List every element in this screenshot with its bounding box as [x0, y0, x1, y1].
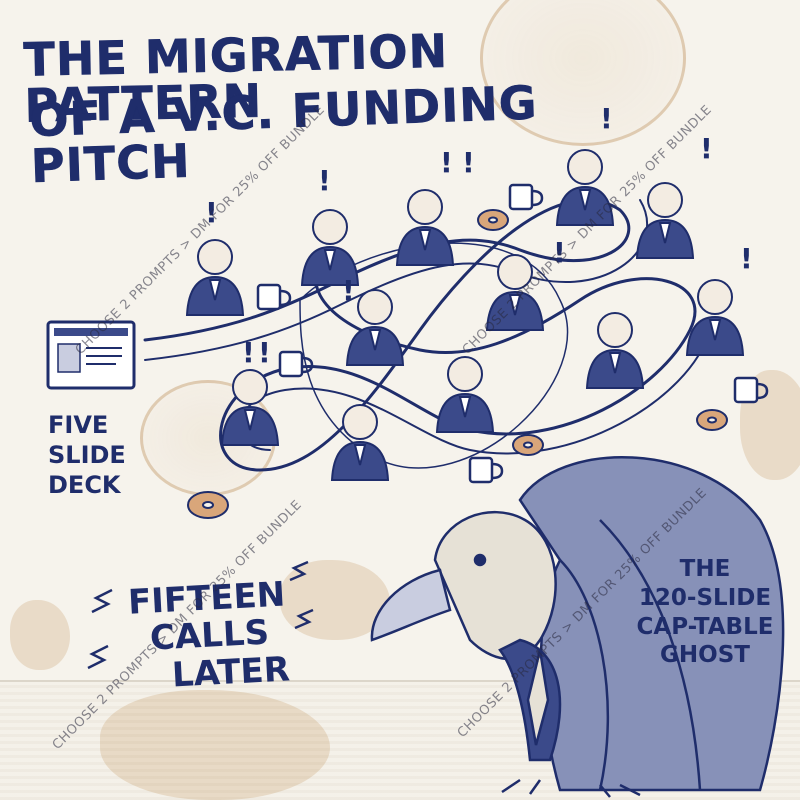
coffee-stain: [10, 600, 70, 670]
exclamation-icon: ! ! ! ! ! ! ! ! ! ! !: [205, 102, 753, 369]
label-line: SLIDE: [48, 441, 126, 469]
svg-text:!: !: [553, 236, 566, 269]
cap-table-ghost-label: THE 120-SLIDE CAP-TABLE GHOST: [630, 555, 780, 670]
napkin-fold-line: [0, 680, 800, 682]
label-line: THE: [679, 556, 731, 582]
label-line: DECK: [48, 471, 121, 499]
vulture-illustration: [370, 456, 785, 798]
label-line: 120-SLIDE: [638, 584, 772, 611]
svg-text:!: !: [462, 146, 475, 179]
five-slide-deck-label: FIVE SLIDE DECK: [48, 410, 168, 500]
coffee-stain: [100, 690, 330, 800]
svg-text:!: !: [318, 164, 331, 197]
label-line: CAP-TABLE: [636, 613, 774, 640]
svg-text:!: !: [700, 132, 713, 165]
squiggle-marks: [87, 560, 314, 670]
svg-text:!: !: [440, 146, 453, 179]
coffee-mug-icon: [256, 183, 769, 484]
slide-deck-icon: [46, 320, 136, 390]
label-line: GHOST: [660, 642, 750, 669]
label-line: FIVE: [48, 411, 109, 439]
svg-text:!: !: [242, 336, 255, 369]
svg-text:!: !: [600, 102, 613, 135]
svg-text:!: !: [205, 196, 218, 229]
svg-text:!: !: [258, 336, 271, 369]
svg-text:!: !: [342, 274, 355, 307]
donut-icon: [187, 209, 728, 519]
investor-figures: [185, 149, 745, 481]
coffee-stain: [480, 0, 686, 146]
svg-text:!: !: [740, 242, 753, 275]
